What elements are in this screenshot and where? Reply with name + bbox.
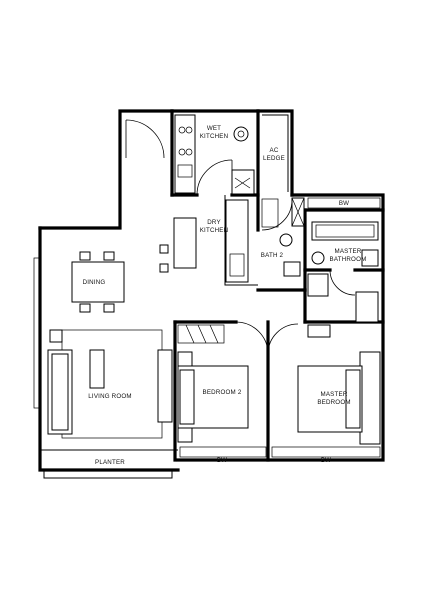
label-dry-kitchen-1: DRY [207, 219, 221, 226]
label-dry-kitchen-2: KITCHEN [200, 227, 229, 234]
label-wet-kitchen-2: KITCHEN [200, 133, 229, 140]
label-ac-ledge-2: LEDGE [263, 155, 285, 162]
label-bw-master: BW [321, 457, 331, 464]
label-master-bath-1: MASTER [335, 248, 362, 255]
label-bw-top: BW [339, 200, 349, 207]
label-master-bath-2: BATHROOM [330, 256, 367, 263]
label-bw-bedroom2: BW [217, 457, 227, 464]
bedroom2-furniture [177, 324, 249, 443]
wet-kitchen-fixtures [174, 114, 255, 195]
label-dining: DINING [83, 279, 106, 286]
exterior-walls [38, 109, 385, 479]
room-labels: WET KITCHEN AC LEDGE BW DRY KITCHEN BATH… [83, 125, 367, 466]
label-wet-kitchen-1: WET [207, 125, 221, 132]
label-living-room: LIVING ROOM [88, 393, 131, 400]
living-room-furniture [47, 329, 173, 439]
master-bath-fixtures [307, 221, 379, 323]
dry-kitchen-fixtures [159, 199, 249, 283]
label-bedroom-2: BEDROOM 2 [203, 389, 242, 396]
master-bedroom-furniture [297, 324, 381, 445]
dining-set [71, 251, 125, 313]
label-master-bedroom-1: MASTER [321, 391, 348, 398]
label-bath-2: BATH 2 [261, 252, 284, 259]
label-ac-ledge-1: AC [270, 147, 279, 154]
bath2-fixtures [261, 197, 305, 277]
bay-windows [33, 197, 381, 458]
label-planter: PLANTER [95, 459, 125, 466]
label-master-bedroom-2: BEDROOM [317, 399, 350, 406]
